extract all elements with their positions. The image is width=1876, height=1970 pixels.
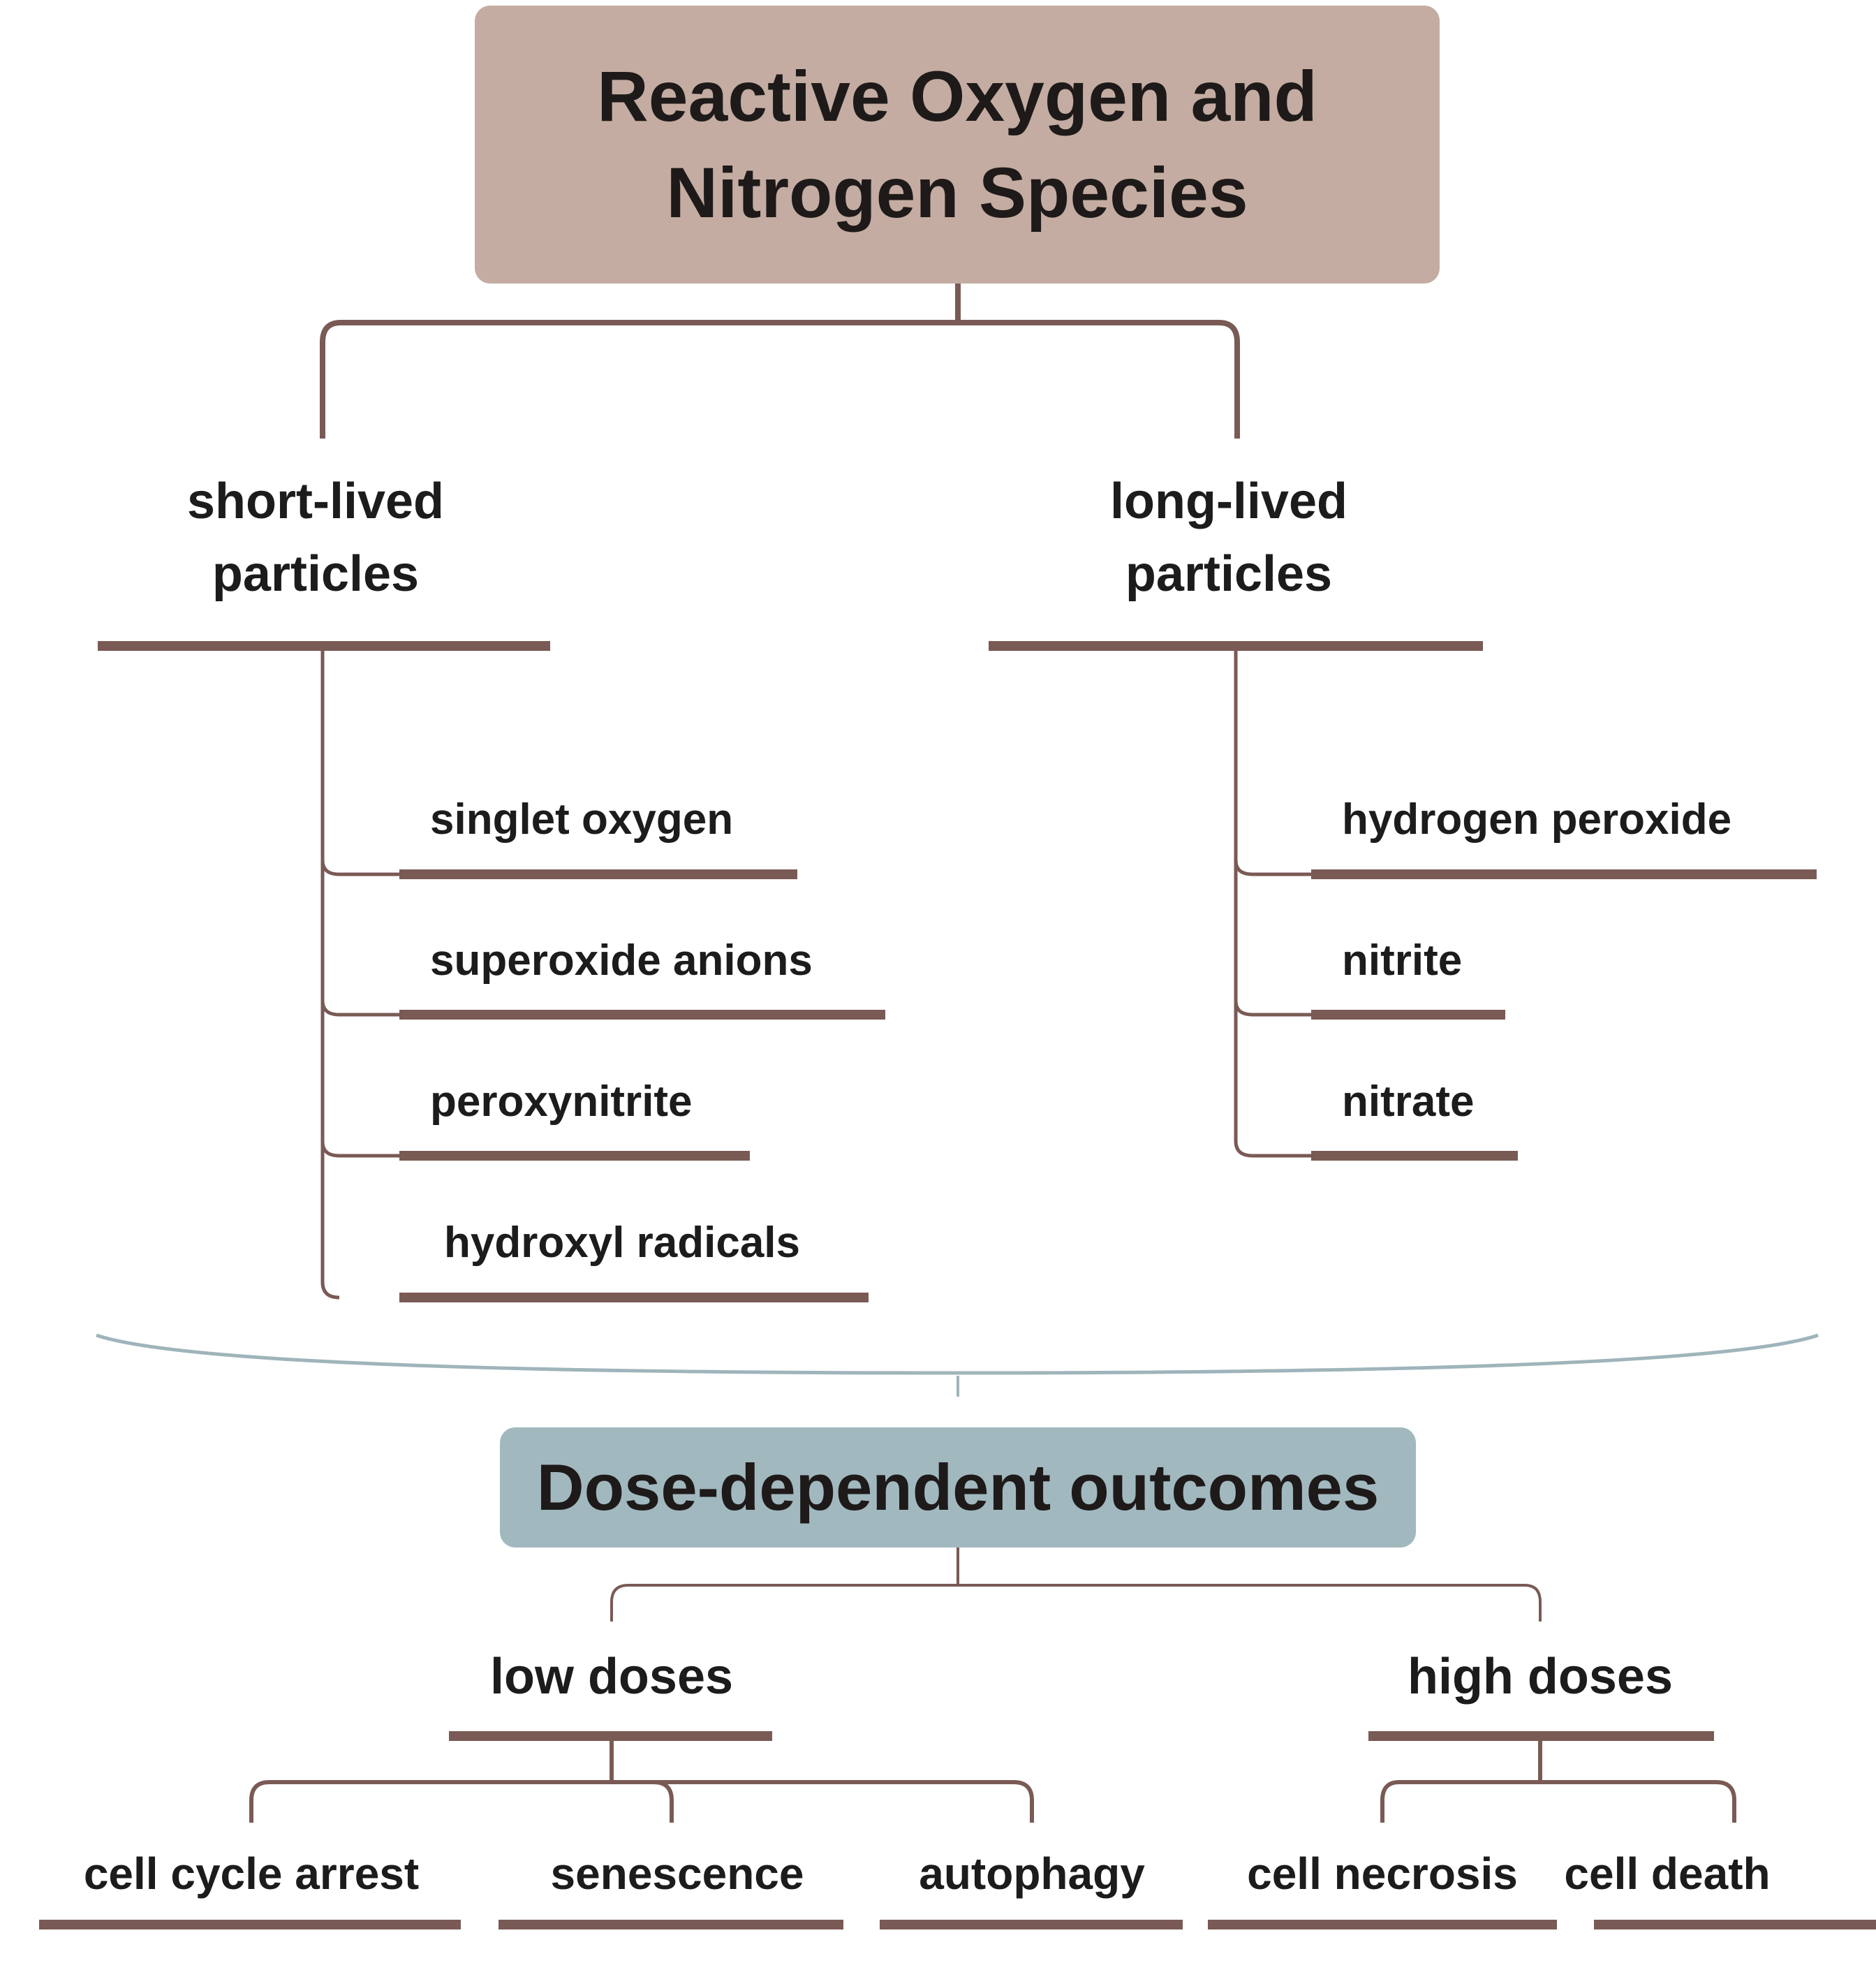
category-long-lived-line2: particles xyxy=(1125,546,1333,602)
outcome-cell-death: cell death xyxy=(1564,1848,1771,1899)
item-nitrite: nitrite xyxy=(1342,936,1463,985)
section-separator xyxy=(96,1333,1819,1375)
dose-outcomes-title: Dose-dependent outcomes xyxy=(536,1450,1380,1524)
item-peroxynitrite: peroxynitrite xyxy=(430,1078,693,1126)
connector-long-lived-stem xyxy=(1234,646,1311,1158)
category-long-lived: long-lived particles xyxy=(1019,465,1438,610)
connector-short-lived-branch-3 xyxy=(320,1141,399,1158)
item-hydroxyl-radicals: hydroxyl radicals xyxy=(444,1219,801,1267)
outcome-cell-cycle-arrest: cell cycle arrest xyxy=(83,1848,420,1899)
connector-short-lived-stem xyxy=(320,646,340,1300)
category-short-lived: short-lived particles xyxy=(106,465,525,610)
connector-short-lived-branch-1 xyxy=(320,860,399,876)
item-nitrate: nitrate xyxy=(1342,1078,1475,1126)
connector-high-doses-outcomes xyxy=(1380,1741,1736,1823)
dose-high: high doses xyxy=(1407,1649,1674,1705)
category-short-lived-line2: particles xyxy=(212,546,420,602)
connector-outcomes-to-doses xyxy=(610,1548,1542,1622)
reactive-species-title-line2: Nitrogen Species xyxy=(666,153,1248,233)
item-superoxide-anions: superoxide anions xyxy=(430,936,813,985)
outcome-autophagy: autophagy xyxy=(919,1848,1145,1899)
connector-low-doses-outcomes xyxy=(249,1741,1034,1823)
outcome-cell-necrosis: cell necrosis xyxy=(1247,1848,1518,1899)
dose-low: low doses xyxy=(489,1649,734,1705)
connector-short-lived-branch-2 xyxy=(320,1000,399,1017)
connector-long-lived-branch-1 xyxy=(1234,860,1311,876)
item-hydrogen-peroxide: hydrogen peroxide xyxy=(1342,795,1732,844)
outcome-senescence: senescence xyxy=(550,1848,804,1899)
reactive-species-title-line1: Reactive Oxygen and xyxy=(597,57,1317,136)
connector-long-lived-branch-2 xyxy=(1234,1000,1311,1017)
item-singlet-oxygen: singlet oxygen xyxy=(430,795,734,844)
category-long-lived-line1: long-lived xyxy=(1110,473,1347,529)
reactive-species-node: Reactive Oxygen and Nitrogen Species xyxy=(475,6,1440,284)
connector-top-to-categories xyxy=(320,284,1240,439)
dose-outcomes-node: Dose-dependent outcomes xyxy=(500,1427,1416,1548)
category-short-lived-line1: short-lived xyxy=(186,473,445,529)
